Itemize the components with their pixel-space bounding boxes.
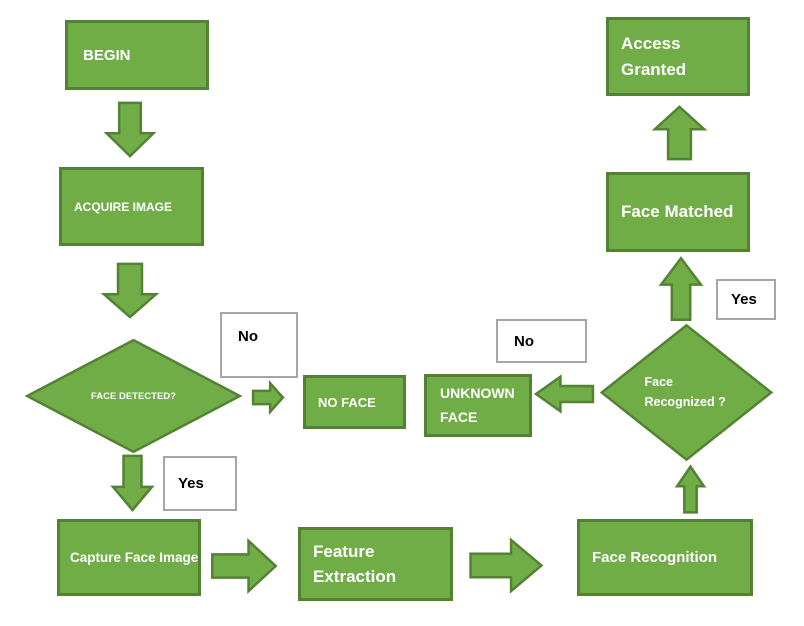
block-arrow-right-icon — [252, 381, 284, 414]
node-begin: BEGIN — [65, 20, 209, 90]
block-arrow-up-icon — [651, 105, 708, 161]
arrow-face-recognized-to-unknown-face — [534, 374, 595, 414]
diamond-shape — [25, 339, 242, 453]
node-capture-face-image-label: Capture Face Image — [70, 550, 199, 565]
node-face-matched-label: Face Matched — [621, 202, 734, 221]
label-no-left-text: No — [238, 328, 258, 345]
node-face-recognition: Face Recognition — [577, 519, 753, 596]
node-acquire-image-label: ACQUIRE IMAGE — [74, 199, 173, 214]
node-access-granted-label: Access Granted — [621, 34, 687, 79]
decision-face-detected-label: FACE DETECTED? — [91, 390, 176, 402]
arrow-capture-face-image-to-feature-extraction — [210, 537, 278, 595]
node-unknown-face: UNKNOWN FACE — [424, 374, 532, 437]
block-arrow-down-icon — [103, 101, 157, 158]
label-yes-left: Yes — [163, 456, 237, 511]
arrow-begin-to-acquire-image — [103, 101, 157, 158]
node-feature-extraction: Feature Extraction — [298, 527, 453, 601]
arrow-face-detected-to-no-face — [252, 381, 284, 414]
diamond-shape — [600, 324, 773, 461]
block-arrow-down-icon — [110, 454, 155, 512]
block-arrow-up-icon — [675, 465, 706, 514]
block-arrow-right-icon — [210, 537, 278, 595]
node-capture-face-image: Capture Face Image — [57, 519, 201, 596]
label-no-right-text: No — [514, 332, 534, 350]
label-yes-right-text: Yes — [731, 291, 757, 308]
arrow-acquire-image-to-face-detected — [100, 262, 160, 319]
decision-face-detected: FACE DETECTED? — [25, 339, 242, 453]
arrow-face-recognition-to-face-recognized — [675, 465, 706, 514]
label-no-left: No — [220, 312, 298, 378]
node-feature-extraction-label: Feature Extraction — [313, 541, 397, 587]
node-access-granted: Access Granted — [606, 17, 750, 96]
decision-face-recognized: Face Recognized ? — [600, 324, 773, 461]
arrow-face-detected-to-capture-face-image — [110, 454, 155, 512]
node-unknown-face-label: UNKNOWN FACE — [440, 385, 515, 425]
block-arrow-up-icon — [658, 256, 704, 322]
label-yes-right: Yes — [716, 279, 776, 320]
arrow-face-recognized-to-face-matched — [658, 256, 704, 322]
label-yes-left-text: Yes — [178, 475, 204, 492]
node-begin-label: BEGIN — [83, 46, 131, 64]
node-face-recognition-label: Face Recognition — [592, 549, 718, 566]
block-arrow-down-icon — [100, 262, 160, 319]
node-acquire-image: ACQUIRE IMAGE — [59, 167, 204, 246]
node-no-face-label: NO FACE — [318, 394, 376, 410]
block-arrow-right-icon — [468, 536, 544, 595]
arrow-feature-extraction-to-face-recognition — [468, 536, 544, 595]
block-arrow-left-icon — [534, 374, 595, 414]
arrow-face-matched-to-access-granted — [651, 105, 708, 161]
decision-face-recognized-label: Face Recognized ? — [644, 375, 726, 409]
label-no-right: No — [496, 319, 587, 363]
node-face-matched: Face Matched — [606, 172, 750, 252]
node-no-face: NO FACE — [303, 375, 406, 429]
